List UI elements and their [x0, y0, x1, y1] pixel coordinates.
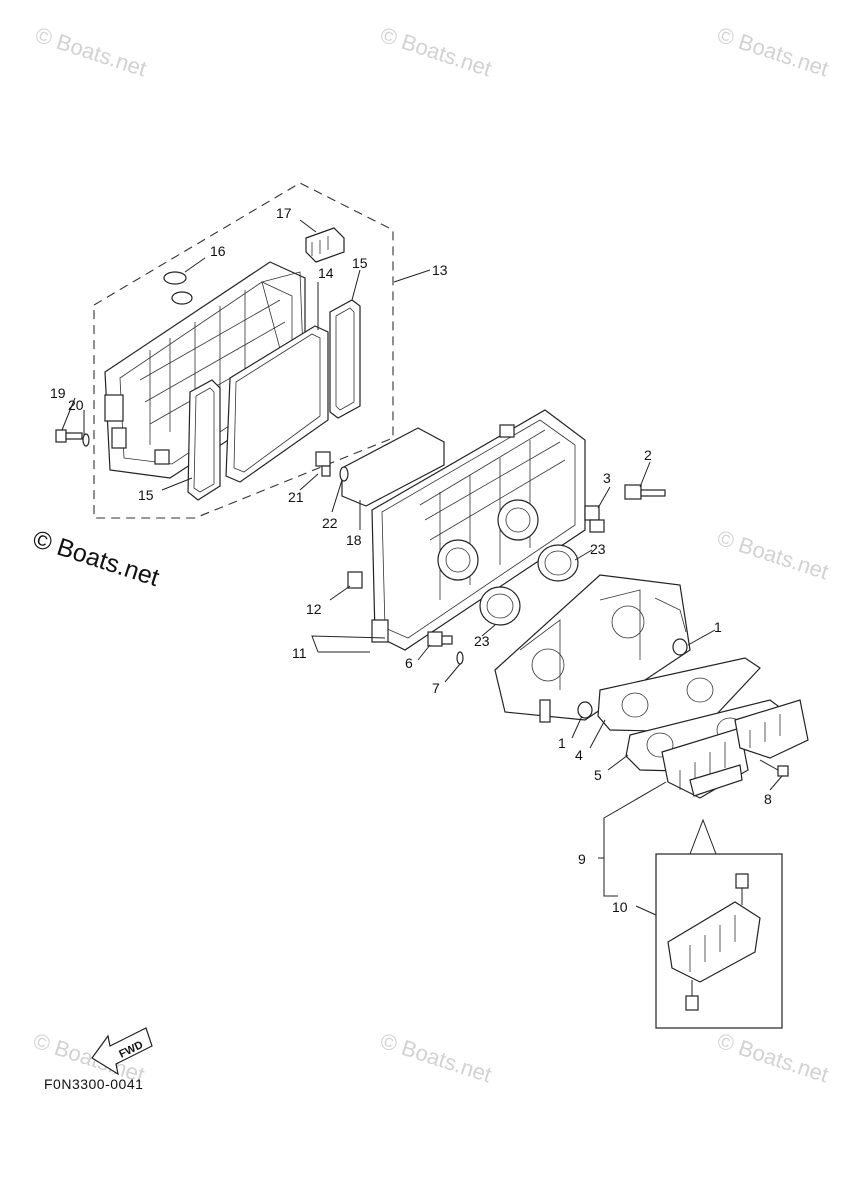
bolt-8: [759, 759, 789, 777]
reed-valve-rear: [734, 699, 809, 759]
callout-2: 2: [644, 447, 652, 463]
callout-1: 1: [714, 619, 722, 635]
forward-arrow-icon: FWD: [91, 1027, 153, 1076]
callout-14: 14: [318, 265, 334, 281]
callout-23: 23: [590, 541, 606, 557]
washer-22: [339, 466, 349, 482]
nut-1a: [672, 638, 688, 656]
throttle-body: [494, 574, 691, 723]
gasket-15a: [187, 379, 221, 501]
callout-16: 16: [210, 243, 226, 259]
silencer-box: [104, 261, 306, 479]
callout-labels: 1 1 2 3 4 5 6 7 8 9 10 11 12 13 14 15 15…: [50, 205, 772, 915]
callout-9: 9: [578, 851, 586, 867]
bolt-2: [624, 484, 666, 500]
callout-8: 8: [764, 791, 772, 807]
callout-18: 18: [346, 532, 362, 548]
callout-21: 21: [288, 489, 304, 505]
callout-4: 4: [575, 747, 583, 763]
callout-6: 6: [405, 655, 413, 671]
callout-15: 15: [352, 255, 368, 271]
gasket-18: [341, 427, 445, 507]
cap-16: [163, 271, 193, 305]
callout-13: 13: [432, 262, 448, 278]
connector-17: [305, 227, 345, 263]
callout-23: 23: [474, 633, 490, 649]
callout-7: 7: [432, 680, 440, 696]
leader-lines: [61, 219, 783, 916]
gasket-14: [225, 325, 329, 483]
figure-code: F0N3300-0041: [44, 1076, 144, 1092]
screw-7: [456, 651, 464, 665]
callout-15: 15: [138, 487, 154, 503]
reed-valve-front: [661, 727, 749, 799]
callout-12: 12: [306, 601, 322, 617]
callout-5: 5: [594, 767, 602, 783]
callout-20: 20: [68, 397, 84, 413]
callout-22: 22: [322, 515, 338, 531]
intake-manifold: [371, 409, 586, 651]
callout-3: 3: [603, 470, 611, 486]
bolt-12: [347, 571, 363, 589]
bolt-19: [55, 429, 90, 447]
bolt-6: [427, 631, 453, 647]
callout-19: 19: [50, 385, 66, 401]
air-silencer-assembly: [55, 182, 394, 519]
callout-11: 11: [292, 645, 307, 661]
seal-23b: [479, 586, 521, 626]
seal-23a: [537, 544, 579, 582]
callout-1: 1: [558, 735, 566, 751]
gasket-15b: [329, 299, 361, 419]
inset-reed-valve-10: [655, 818, 783, 1029]
nut-1b: [577, 701, 593, 719]
callout-10: 10: [612, 899, 628, 915]
bolt-3: [584, 505, 605, 533]
callout-17: 17: [276, 205, 292, 221]
bolt-21: [315, 451, 331, 477]
